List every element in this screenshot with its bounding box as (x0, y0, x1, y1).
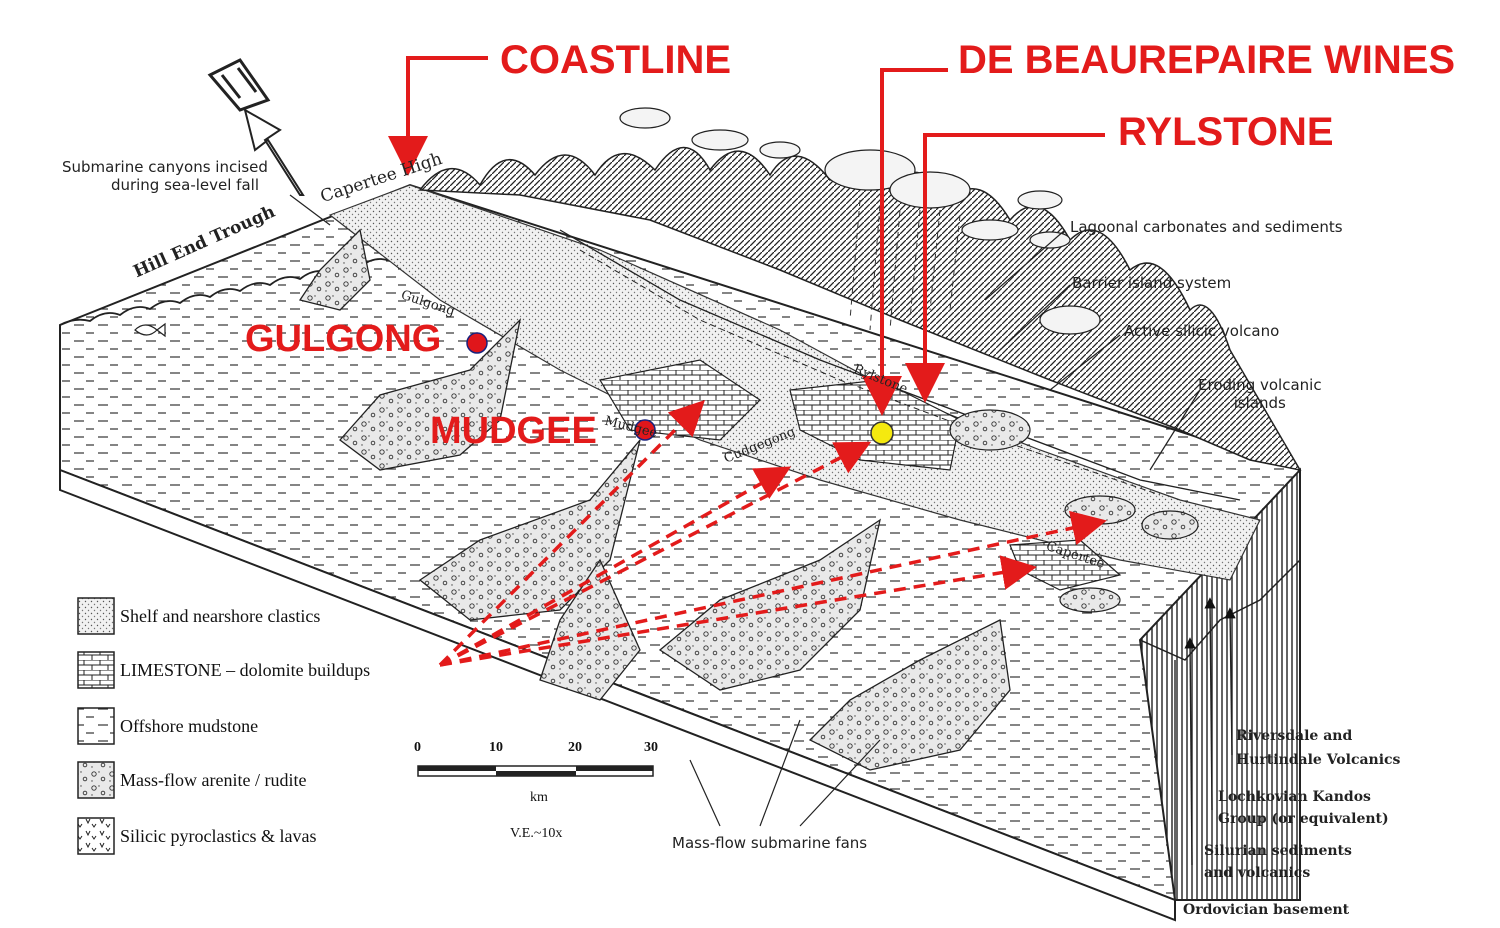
lochkovian-label: Lochkovian Kandos Group (or equivalent) (1218, 789, 1389, 827)
legend-label: Offshore mudstone (120, 715, 259, 736)
legend-item-mudstone: Offshore mudstone (76, 706, 258, 746)
scale-tick-30: 30 (644, 740, 658, 755)
gulgong-callout: GULGONG (245, 318, 442, 360)
de-beaurepaire-marker[interactable] (870, 421, 894, 445)
clouds (619, 107, 1101, 335)
active-volcano-label: Active silicic volcano (1124, 322, 1280, 340)
legend-label: Mass-flow arenite / rudite (120, 769, 307, 790)
de-beaurepaire-callout: DE BEAUREPAIRE WINES (958, 38, 1456, 82)
red-callout-lines (388, 56, 1105, 416)
rain (849, 199, 961, 331)
scale-tick-10: 10 (489, 740, 503, 755)
mudgee-callout: MUDGEE (430, 410, 597, 452)
legend-label: Shelf and nearshore clastics (120, 605, 321, 626)
legend-item-mass-flow: Mass-flow arenite / rudite (76, 760, 306, 800)
legend-swatches (77, 597, 115, 855)
legend-item-shelf: Shelf and nearshore clastics (76, 596, 320, 636)
scale-bar (417, 765, 654, 777)
gulgong-marker[interactable] (466, 332, 488, 354)
ordovician-label: Ordovician basement (1183, 902, 1350, 918)
scale-unit: km (530, 790, 548, 805)
legend-label: Silicic pyroclastics & lavas (120, 825, 317, 846)
legend-label: LIMESTONE – dolomite buildups (120, 659, 371, 680)
scale-tick-20: 20 (568, 740, 582, 755)
legend-item-limestone: LIMESTONE – dolomite buildups (76, 650, 370, 690)
limestone-arrows (438, 400, 1107, 667)
leader-lines (289, 194, 1201, 827)
submarine-canyons-label: Submarine canyons incised during sea-lev… (62, 158, 268, 194)
mass-flow-fans (298, 228, 1011, 771)
scale-tick-0: 0 (414, 740, 421, 755)
riversdale-label: Riversdale and Hurtindale Volcanics (1236, 728, 1401, 768)
cliff-leaders (1174, 597, 1236, 918)
mudgee-marker[interactable] (634, 419, 656, 441)
vertical-exaggeration: V.E.~10x (510, 826, 563, 841)
silurian-label: Silurian sediments and volcanics (1204, 843, 1352, 881)
fish-icon (134, 322, 166, 338)
eroding-islands-label: Eroding volcanic islands (1198, 376, 1322, 412)
legend-item-pyroclastics: Silicic pyroclastics & lavas (76, 816, 316, 856)
lagoonal-label: Lagoonal carbonates and sediments (1070, 218, 1343, 236)
eroding-islands (949, 409, 1199, 613)
barrier-island-label: Barrier island system (1072, 274, 1232, 292)
rylstone-callout: RYLSTONE (1118, 110, 1334, 154)
mass-flow-fans-label: Mass-flow submarine fans (672, 834, 868, 852)
coastline-callout: COASTLINE (500, 38, 732, 82)
north-arrow (207, 58, 305, 196)
